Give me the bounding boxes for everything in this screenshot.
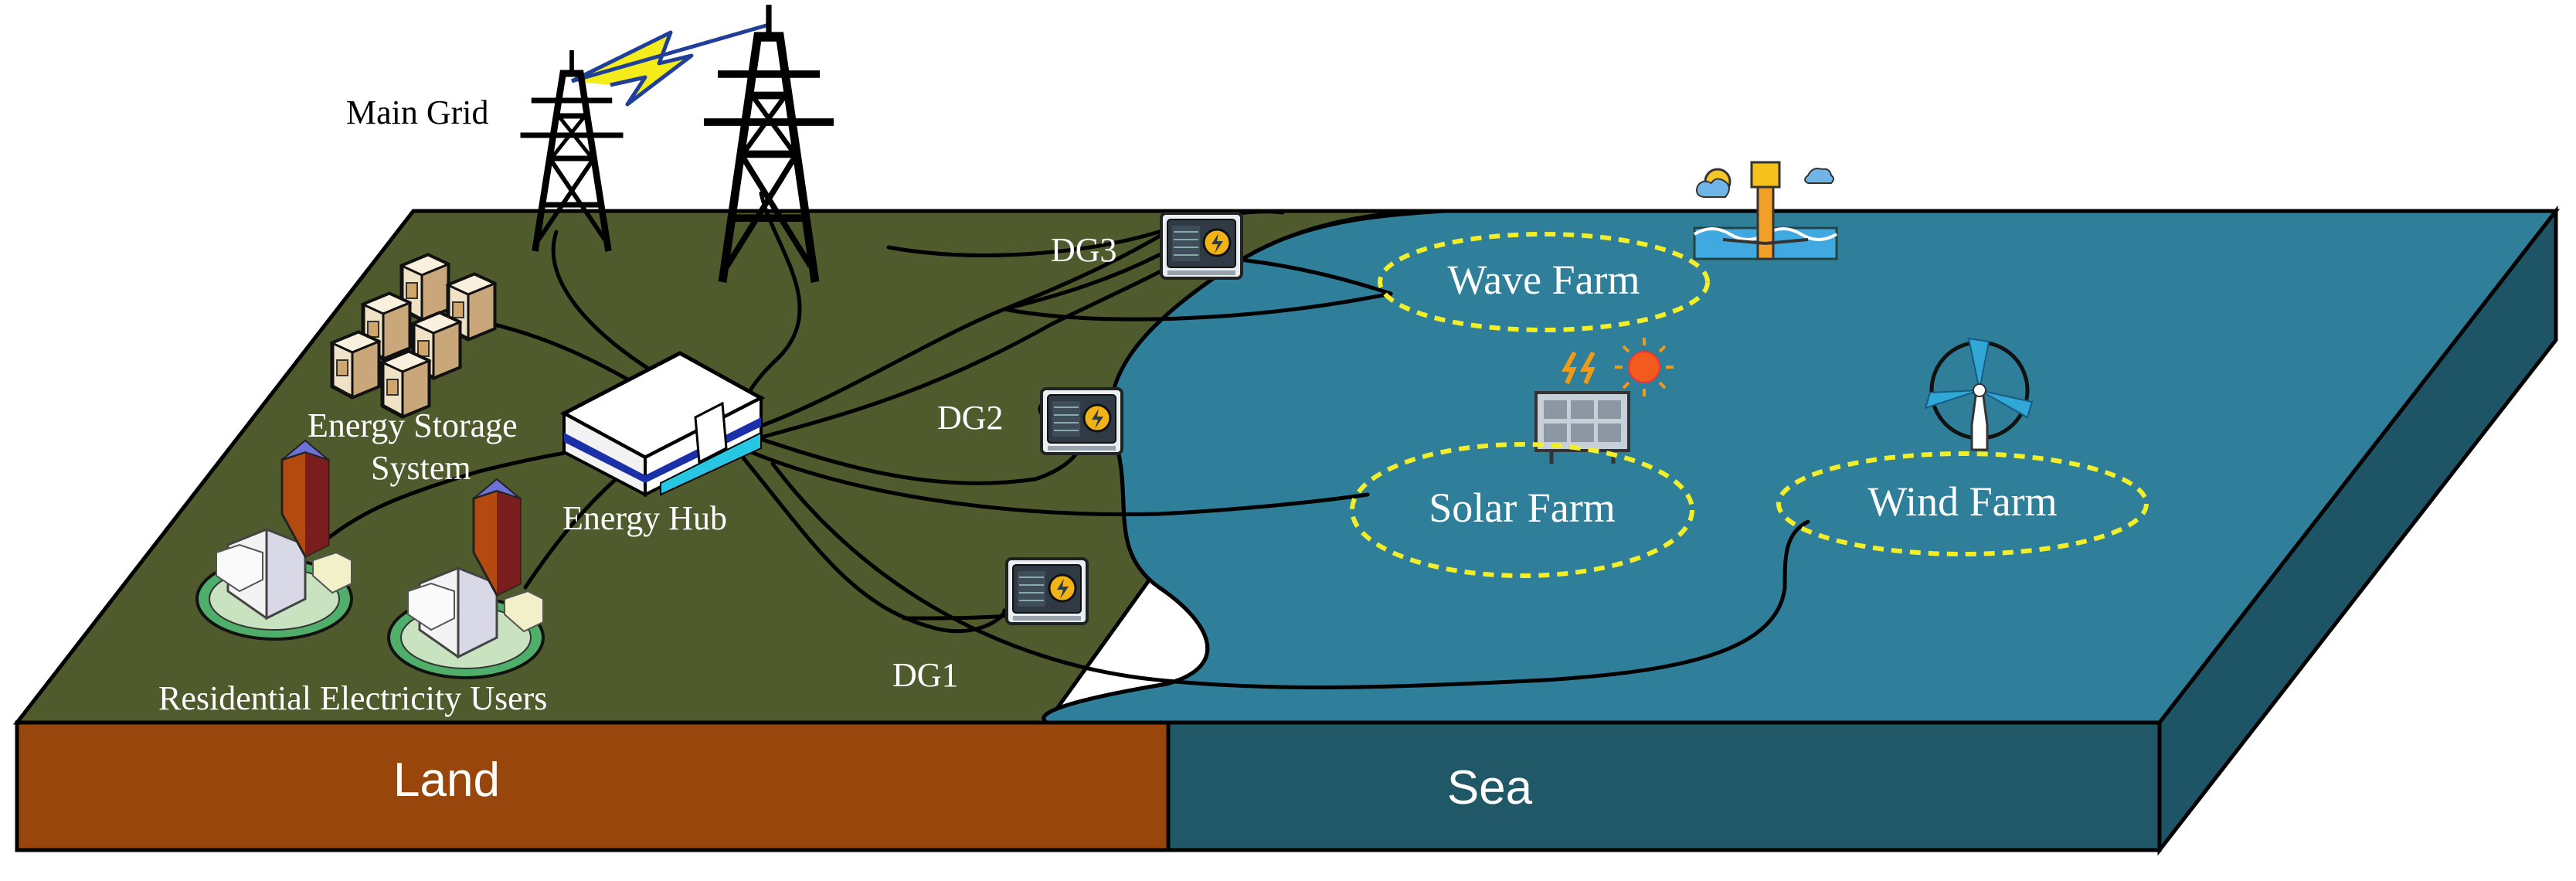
sea-side-face <box>2157 205 2558 856</box>
energy-hub-label: Energy Hub <box>562 499 727 537</box>
solar-farm-label: Solar Farm <box>1429 485 1615 531</box>
dg3-label: DG3 <box>1051 231 1117 269</box>
solar-panel-icon <box>1534 351 1630 464</box>
residential-label: Residential Electricity Users <box>158 679 547 717</box>
main-grid-label: Main Grid <box>346 94 489 131</box>
lightning-icon <box>570 30 694 107</box>
wind-farm-label: Wind Farm <box>1867 478 2057 525</box>
sea-front-face <box>1166 720 2162 852</box>
generator-icon <box>1005 557 1089 625</box>
sun-icon <box>1615 338 1674 396</box>
main-grid <box>521 5 834 282</box>
solar-farm-ellipse <box>1350 442 1694 578</box>
coastline <box>1042 209 1446 725</box>
generator-icon <box>1160 212 1243 280</box>
dg2-label: DG2 <box>937 399 1004 437</box>
wave-farm-ellipse <box>1378 232 1710 332</box>
energy-hub-building-icon <box>559 351 766 498</box>
generator-icon <box>1040 387 1123 455</box>
sea-top-surface <box>1042 209 2561 725</box>
land-label: Land <box>393 753 500 807</box>
wind-farm-ellipse <box>1776 451 2149 556</box>
wind-turbine-icon <box>1924 337 2034 451</box>
energy-storage-label-line2: System <box>371 449 471 487</box>
energy-storage-label-line1: Energy Storage <box>308 406 518 444</box>
sea-label: Sea <box>1447 761 1533 815</box>
sea-region <box>1042 205 2561 856</box>
dg1-label: DG1 <box>892 656 959 694</box>
battery-icon <box>332 332 379 397</box>
land-front-face <box>15 720 1171 852</box>
wave-farm-label: Wave Farm <box>1447 257 1640 303</box>
wave-energy-icon <box>1693 161 1838 260</box>
